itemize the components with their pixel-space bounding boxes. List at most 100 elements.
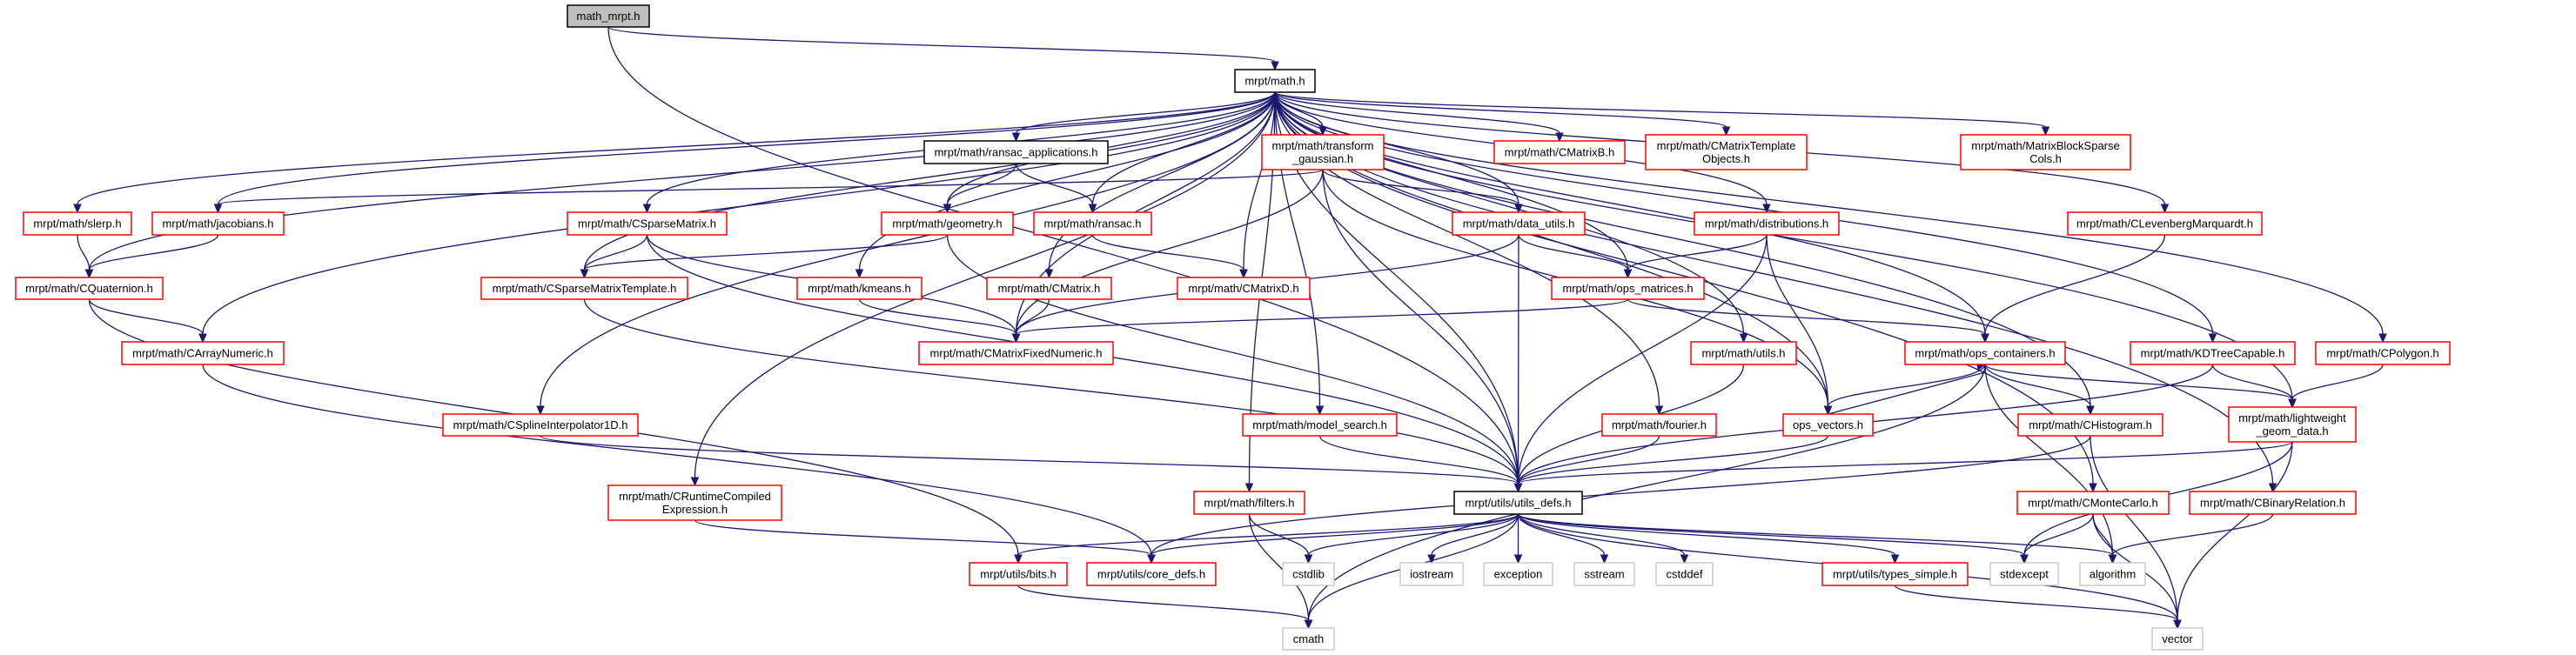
node-box: [121, 341, 285, 365]
node-transform_gaussian[interactable]: mrpt/math/transform_gaussian.h: [1261, 134, 1385, 170]
arrowhead-icon: [690, 477, 700, 487]
node-box: [2017, 413, 2163, 437]
node-CMatrixFixedNumeric[interactable]: mrpt/math/CMatrixFixedNumeric.h: [918, 341, 1114, 365]
node-exception[interactable]: exception: [1483, 562, 1553, 586]
node-filters[interactable]: mrpt/math/filters.h: [1193, 491, 1305, 515]
edge-CArrayNumeric-to-core_defs: [202, 364, 1152, 556]
node-label: sstream: [1584, 568, 1624, 581]
edge-ops_containers-to-algorithm: [1984, 364, 2114, 556]
node-CQuaternion[interactable]: mrpt/math/CQuaternion.h: [15, 277, 164, 300]
edge-math-to-KDTreeCapable: [1274, 91, 2214, 335]
node-stdexcept[interactable]: stdexcept: [1989, 562, 2059, 586]
node-utils[interactable]: mrpt/math/utils.h: [1690, 341, 1797, 365]
node-box: [986, 277, 1112, 300]
arrowhead-icon: [1890, 554, 1900, 565]
node-fourier[interactable]: mrpt/math/fourier.h: [1601, 413, 1717, 437]
edge-CHistogram-to-core_defs: [1150, 435, 2091, 556]
node-label: mrpt/math/slerp.h: [33, 217, 121, 231]
arrowhead-icon: [580, 269, 589, 279]
node-CMatrixB[interactable]: mrpt/math/CMatrixB.h: [1493, 140, 1626, 164]
node-CSplineInterpolator1D[interactable]: mrpt/math/CSplineInterpolator1D.h: [442, 413, 639, 437]
node-CPolygon[interactable]: mrpt/math/CPolygon.h: [2315, 341, 2451, 365]
arrowhead-icon: [1513, 483, 1523, 493]
node-kmeans[interactable]: mrpt/math/kmeans.h: [796, 277, 922, 300]
node-CLevenbergMarquardt[interactable]: mrpt/math/CLevenbergMarquardt.h: [2067, 211, 2263, 236]
node-math_mrpt[interactable]: math_mrpt.h: [567, 4, 650, 28]
edge-CBinaryRelation-to-algorithm: [2111, 513, 2274, 556]
node-label: mrpt/math/geometry.h: [892, 217, 1002, 231]
edge-transform_gaussian-to-jacobians: [217, 169, 1324, 205]
node-ops_containers[interactable]: mrpt/math/ops_containers.h: [1904, 341, 2066, 365]
arrowhead-icon: [2173, 619, 2182, 630]
node-CSparseMatrix[interactable]: mrpt/math/CSparseMatrix.h: [567, 211, 728, 236]
edge-CMonteCarlo-to-algorithm: [2092, 513, 2114, 556]
arrowhead-icon: [1088, 204, 1097, 214]
node-math[interactable]: mrpt/math.h: [1234, 69, 1316, 93]
node-geometry[interactable]: mrpt/math/geometry.h: [881, 211, 1014, 236]
edge-math-to-CMatrixD: [1243, 91, 1276, 271]
node-label: cmath: [1293, 632, 1324, 645]
node-ops_vectors[interactable]: ops_vectors.h: [1782, 413, 1874, 437]
node-algorithm[interactable]: algorithm: [2079, 562, 2146, 586]
node-vector[interactable]: vector: [2151, 627, 2204, 651]
node-label: mrpt/math.h: [1244, 75, 1305, 88]
edge-distributions-to-ops_vectors: [1766, 234, 1829, 407]
node-KDTreeCapable[interactable]: mrpt/math/KDTreeCapable.h: [2130, 341, 2296, 365]
node-CMatrixD[interactable]: mrpt/math/CMatrixD.h: [1177, 277, 1311, 300]
node-label: mrpt/utils/utils_defs.h: [1465, 497, 1571, 510]
arrowhead-icon: [1244, 483, 1254, 493]
node-CArrayNumeric[interactable]: mrpt/math/CArrayNumeric.h: [121, 341, 285, 365]
node-box: [2189, 491, 2357, 515]
arrowhead-icon: [1981, 333, 1989, 344]
arrowhead-icon: [1762, 204, 1771, 214]
node-types_simple[interactable]: mrpt/utils/types_simple.h: [1821, 562, 1969, 586]
node-utils_defs[interactable]: mrpt/utils/utils_defs.h: [1453, 491, 1583, 515]
node-CMatrix[interactable]: mrpt/math/CMatrix.h: [986, 277, 1112, 300]
node-cstdlib[interactable]: cstdlib: [1282, 562, 1335, 586]
node-cmath[interactable]: cmath: [1282, 627, 1335, 651]
node-box: [1177, 277, 1311, 300]
node-cstddef[interactable]: cstddef: [1655, 562, 1714, 586]
edge-geometry-to-utils_defs: [946, 234, 1519, 485]
edge-CMonteCarlo-to-stdexcept: [2023, 513, 2094, 556]
node-iostream[interactable]: iostream: [1399, 562, 1464, 586]
arrowhead-icon: [2208, 333, 2217, 344]
node-ransac[interactable]: mrpt/math/ransac.h: [1033, 211, 1152, 236]
node-sstream[interactable]: sstream: [1573, 562, 1635, 586]
edge-ops_matrices-to-CMatrixFixedNumeric: [1015, 298, 1629, 335]
node-ops_matrices[interactable]: mrpt/math/ops_matrices.h: [1551, 277, 1705, 300]
node-label: mrpt/math/CSplineInterpolator1D.h: [453, 418, 628, 431]
node-core_defs[interactable]: mrpt/utils/core_defs.h: [1086, 562, 1217, 586]
node-ransac_apps[interactable]: mrpt/math/ransac_applications.h: [923, 140, 1109, 164]
node-bits[interactable]: mrpt/utils/bits.h: [969, 562, 1068, 586]
node-box: [796, 277, 922, 300]
node-box: [2228, 406, 2357, 443]
arrowhead-icon: [2288, 398, 2297, 409]
arrowhead-icon: [2160, 204, 2170, 214]
edge-CRuntime-to-core_defs: [694, 519, 1152, 556]
edge-math-to-ops_matrices: [1274, 91, 1629, 271]
node-CBinaryRelation[interactable]: mrpt/math/CBinaryRelation.h: [2189, 491, 2357, 515]
node-label: mrpt/math/ransac.h: [1044, 217, 1142, 231]
node-jacobians[interactable]: mrpt/math/jacobians.h: [151, 211, 285, 236]
edge-math-to-CArrayNumeric: [202, 91, 1276, 335]
edge-ops_matrices-to-ops_containers: [1627, 298, 1986, 335]
node-label: mrpt/math/ops_containers.h: [1915, 347, 2055, 360]
node-model_search[interactable]: mrpt/math/model_search.h: [1242, 413, 1398, 437]
node-lightweight[interactable]: mrpt/math/lightweight_geom_data.h: [2228, 406, 2357, 443]
edge-model_search-to-utils_defs: [1318, 435, 1519, 485]
node-slerp[interactable]: mrpt/math/slerp.h: [23, 211, 132, 236]
node-CHistogram[interactable]: mrpt/math/CHistogram.h: [2017, 413, 2163, 437]
node-label: mrpt/math/ops_matrices.h: [1562, 282, 1693, 295]
node-CSparseMatrixTemplate[interactable]: mrpt/math/CSparseMatrixTemplate.h: [480, 277, 688, 300]
node-data_utils[interactable]: mrpt/math/data_utils.h: [1452, 211, 1586, 236]
node-CMonteCarlo[interactable]: mrpt/math/CMonteCarlo.h: [2016, 491, 2170, 515]
node-box: [2067, 211, 2263, 236]
node-distributions[interactable]: mrpt/math/distributions.h: [1694, 211, 1840, 236]
edge-math-to-jacobians: [217, 91, 1276, 205]
edge-math-to-MatrixBlockSparseCols: [1274, 91, 2047, 128]
edge-slerp-to-CQuaternion: [77, 234, 91, 271]
